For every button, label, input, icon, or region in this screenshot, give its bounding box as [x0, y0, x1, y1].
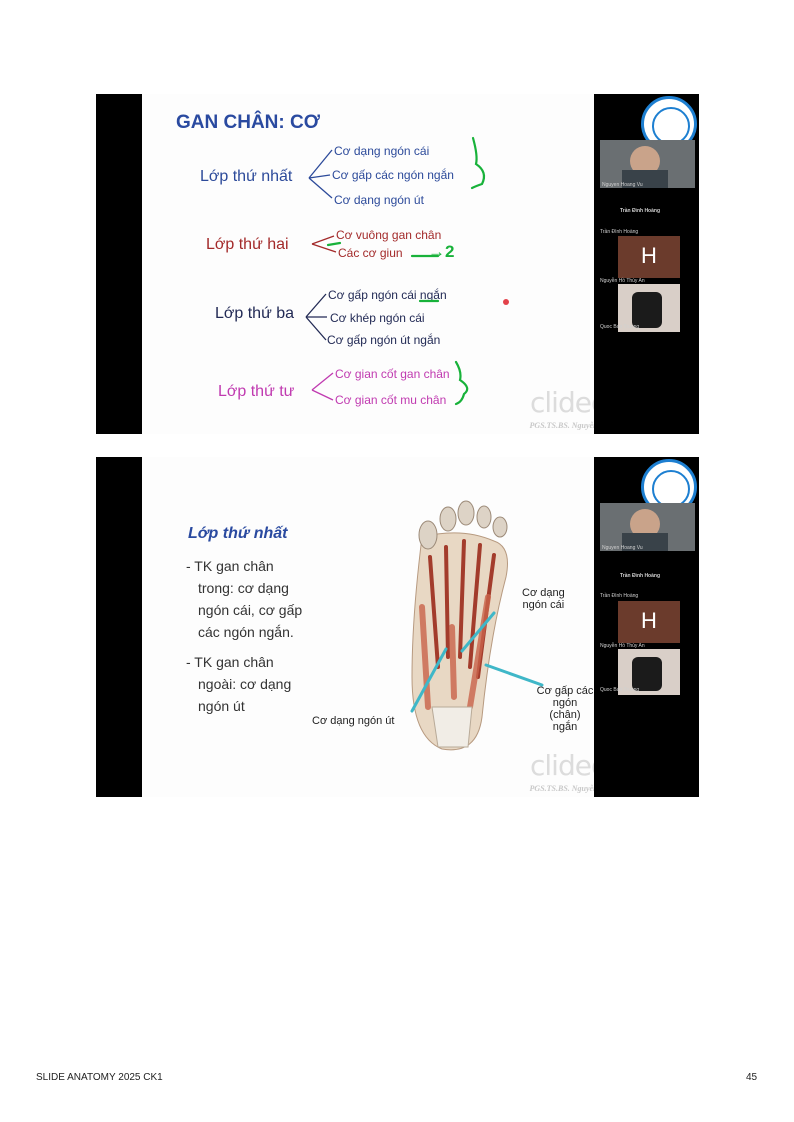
label-arrows	[410, 611, 544, 713]
document-footer-title: SLIDE ANATOMY 2025 CK1	[36, 1072, 163, 1083]
layer-1-item-2: Cơ gấp các ngón ngắn	[332, 168, 454, 182]
layer-2-label: Lớp thứ hai	[206, 236, 289, 253]
person-silhouette-2	[632, 657, 662, 691]
video-tile-3b	[618, 649, 680, 695]
layer-3-item-1: Cơ gấp ngón cái ngắn	[328, 288, 447, 302]
bullet-2: - TK gan chân ngoài: cơ dạng ngón út	[186, 651, 291, 717]
author-credit: PGS.TS.BS. Nguyễn Hoàng Vũ	[529, 421, 634, 430]
bullet-1-line-2: trong: cơ dạng	[198, 580, 289, 596]
participant-3-name-2: Nguyễn Hồ Thùy An	[600, 643, 645, 649]
participant-1-name-2: Nguyen Hoang Vu	[602, 545, 643, 551]
person-shirt-2	[622, 533, 668, 551]
video-tile-3	[618, 284, 680, 332]
layer-4-item-1: Cơ gian cốt gan chân	[335, 367, 450, 381]
participant-4-name-2: Quoc Bao Truong	[600, 687, 640, 693]
layer-3-bracket	[305, 293, 327, 341]
bullet-1-line-4: các ngón ngắn.	[198, 624, 294, 640]
participant-1-name: Nguyen Hoang Vu	[602, 182, 643, 188]
layer-4-bracket	[311, 372, 334, 401]
host-avatar: H	[618, 236, 680, 278]
slide-content-1: GAN CHÂN: CƠ Lớp thứ nhất Cơ dạng ngón c…	[142, 94, 672, 434]
layer-4-label: Lớp thứ tư	[218, 383, 295, 400]
bullet-1-line-1: - TK gan chân	[186, 558, 274, 574]
host-tile-label: Trần Đình Hoàng	[600, 229, 639, 235]
label-abductor-hallucis: Cơ dạng ngón cái	[522, 587, 565, 611]
foot-illustration	[411, 500, 508, 751]
bullet-1-line-3: ngón cái, cơ gấp	[198, 602, 303, 618]
layer-2-item-1: Cơ vuông gan chân	[336, 228, 442, 242]
bullet-2-line-2: ngoài: cơ dạng	[198, 676, 292, 692]
layer-3-item-3: Cơ gấp ngón út ngắn	[327, 333, 441, 347]
participants-panel-2: Nguyen Hoang Vu Trần Đình Hoàng Trần Đìn…	[594, 457, 699, 797]
slide2-title: Lớp thứ nhất	[188, 525, 288, 542]
participant-4-name: Quoc Bao Truong	[600, 324, 640, 330]
host-name-header: Trần Đình Hoàng	[620, 208, 660, 214]
label-flexor-digitorum-brevis: Cơ gấp các ngón (chân) ngắn	[536, 685, 594, 733]
layer-1-label: Lớp thứ nhất	[200, 168, 293, 185]
layer-1-item-1: Cơ dạng ngón cái	[334, 144, 430, 158]
layer-2-item-2: Các cơ giun	[338, 246, 403, 260]
slide-frame-2: Lớp thứ nhất - TK gan chân trong: cơ dạn…	[96, 457, 699, 797]
layer-2-bracket	[311, 235, 337, 253]
layer-1-bracket	[308, 149, 333, 199]
host-tile-label-2: Trần Đình Hoàng	[600, 593, 639, 599]
slide-frame-1: GAN CHÂN: CƠ Lớp thứ nhất Cơ dạng ngón c…	[96, 94, 699, 434]
page-number: 45	[746, 1072, 758, 1083]
layer-3-item-2: Cơ khép ngón cái	[330, 311, 425, 325]
bullet-2-line-1: - TK gan chân	[186, 654, 274, 670]
bracket-lines	[305, 136, 509, 406]
layer-1-item-3: Cơ dạng ngón út	[334, 193, 424, 207]
bullet-2-line-3: ngón út	[198, 698, 245, 714]
laser-pointer-dot	[503, 299, 509, 305]
layer-3-label: Lớp thứ ba	[215, 305, 295, 322]
layer-4-item-2: Cơ gian cốt mu chân	[335, 393, 447, 407]
host-avatar-2: H	[618, 601, 680, 643]
video-tile-1b: Nguyen Hoang Vu	[600, 503, 695, 551]
bullet-1: - TK gan chân trong: cơ dạng ngón cái, c…	[186, 555, 302, 643]
green-scribbles	[326, 136, 486, 406]
author-credit-2: PGS.TS.BS. Nguyễn Hoàng Vũ	[529, 784, 634, 793]
label-abductor-digiti-minimi: Cơ dạng ngón út	[312, 715, 395, 727]
participant-3-name: Nguyễn Hồ Thùy An	[600, 278, 645, 284]
slide-content-2: Lớp thứ nhất - TK gan chân trong: cơ dạn…	[142, 457, 672, 797]
slide-title: GAN CHÂN: CƠ	[176, 112, 320, 133]
video-tile-1: Nguyen Hoang Vu	[600, 140, 695, 188]
host-name-header-2: Trần Đình Hoàng	[620, 573, 660, 579]
person-silhouette	[632, 292, 662, 328]
participants-panel: Nguyen Hoang Vu Trần Đình Hoàng Trần Đìn…	[594, 94, 699, 434]
person-shirt	[622, 170, 668, 188]
